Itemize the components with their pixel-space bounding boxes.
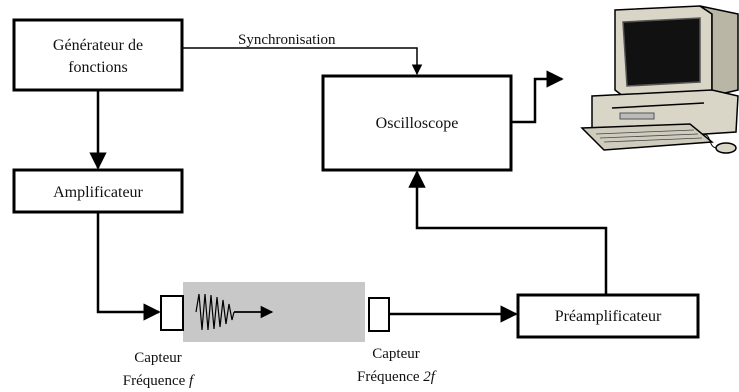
amplifier-label: Amplificateur [53, 184, 143, 201]
emitter-caption-1: Capteur [134, 350, 181, 366]
amplifier-to-emitter-arrow [96, 212, 161, 321]
function-generator-label-1: Générateur de [53, 37, 143, 54]
wave-packet [195, 293, 235, 331]
preamplifier-label: Préamplificateur [555, 308, 662, 325]
function-generator-block: Générateur de fonctions [12, 18, 184, 92]
sync-arrow [182, 47, 423, 76]
receiver-sensor [368, 297, 390, 332]
oscilloscope-to-computer-arrow [511, 70, 564, 124]
receiver-caption-1: Capteur [372, 346, 419, 362]
sync-label: Synchronisation [238, 32, 336, 48]
oscilloscope-label: Oscilloscope [376, 115, 459, 132]
oscilloscope-block: Oscilloscope [321, 74, 513, 172]
emitter-caption-2: Fréquence f [123, 373, 195, 389]
connections [89, 47, 608, 323]
amplifier-block: Amplificateur [12, 168, 184, 214]
preamp-to-oscilloscope-arrow [408, 170, 608, 295]
receiver-caption-2: Fréquence 2f [357, 369, 437, 385]
preamplifier-block: Préamplificateur [516, 293, 700, 339]
desktop-computer-icon [580, 5, 739, 154]
emitter-sensor [160, 295, 184, 331]
function-generator-label-2: fonctions [68, 59, 128, 76]
sample-medium [183, 282, 365, 342]
